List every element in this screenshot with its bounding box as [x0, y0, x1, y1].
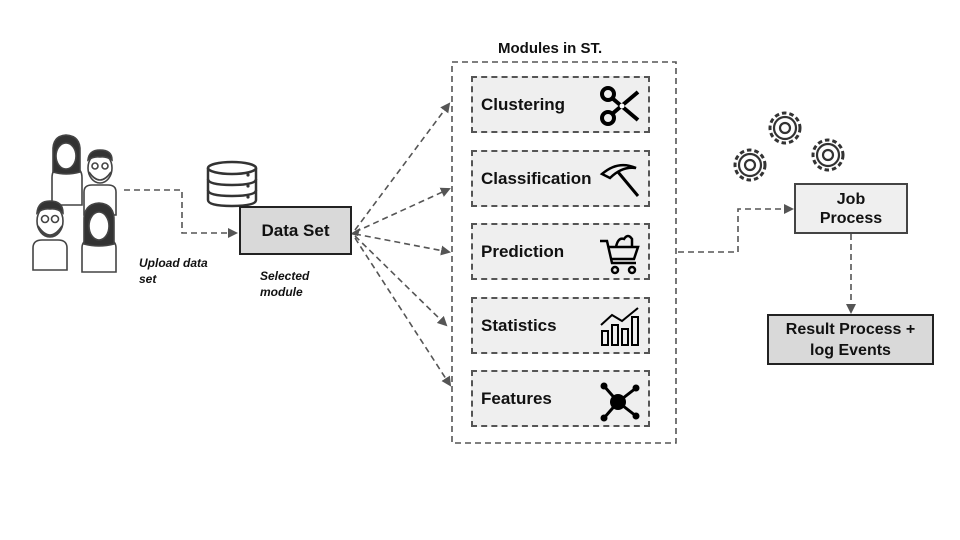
dataset-caption: Selected module	[260, 269, 310, 299]
module-classification[interactable]: Classification	[471, 150, 650, 207]
database-icon	[206, 160, 258, 208]
module-label: Prediction	[481, 242, 565, 261]
scissors-icon	[600, 86, 640, 126]
modules-title: Modules in ST.	[498, 40, 603, 57]
bar-chart-icon	[600, 307, 639, 346]
connector-features	[354, 237, 452, 387]
network-hub-icon	[600, 382, 640, 422]
modules-to-job-connector	[678, 204, 794, 253]
module-label: Clustering	[481, 95, 566, 114]
module-features[interactable]: Features	[471, 370, 650, 427]
upload-label: Upload data set	[139, 256, 208, 286]
module-label: Classification	[481, 169, 592, 188]
shopping-cart-icon	[600, 234, 640, 275]
module-label: Statistics	[481, 316, 557, 335]
job-process-box[interactable]: Job Process	[794, 183, 908, 234]
connector-statistics	[354, 235, 448, 327]
dataset-box[interactable]: Data Set	[239, 206, 352, 255]
job-process-label: Job Process	[819, 190, 883, 227]
pickaxe-icon	[599, 163, 640, 197]
connectors	[124, 102, 856, 387]
connector-clustering	[354, 102, 451, 231]
module-label: Features	[481, 389, 552, 408]
module-statistics[interactable]: Statistics	[471, 297, 650, 354]
users-icon	[32, 134, 117, 273]
dataset-label: Data Set	[261, 220, 330, 240]
result-process-label: Result Process + log Events	[785, 320, 916, 359]
modules-container	[451, 61, 677, 444]
result-process-box[interactable]: Result Process + log Events	[767, 314, 934, 365]
connector-prediction	[354, 233, 451, 256]
connector-classification	[354, 187, 451, 233]
module-clustering[interactable]: Clustering	[471, 76, 650, 133]
module-prediction[interactable]: Prediction	[471, 223, 650, 280]
